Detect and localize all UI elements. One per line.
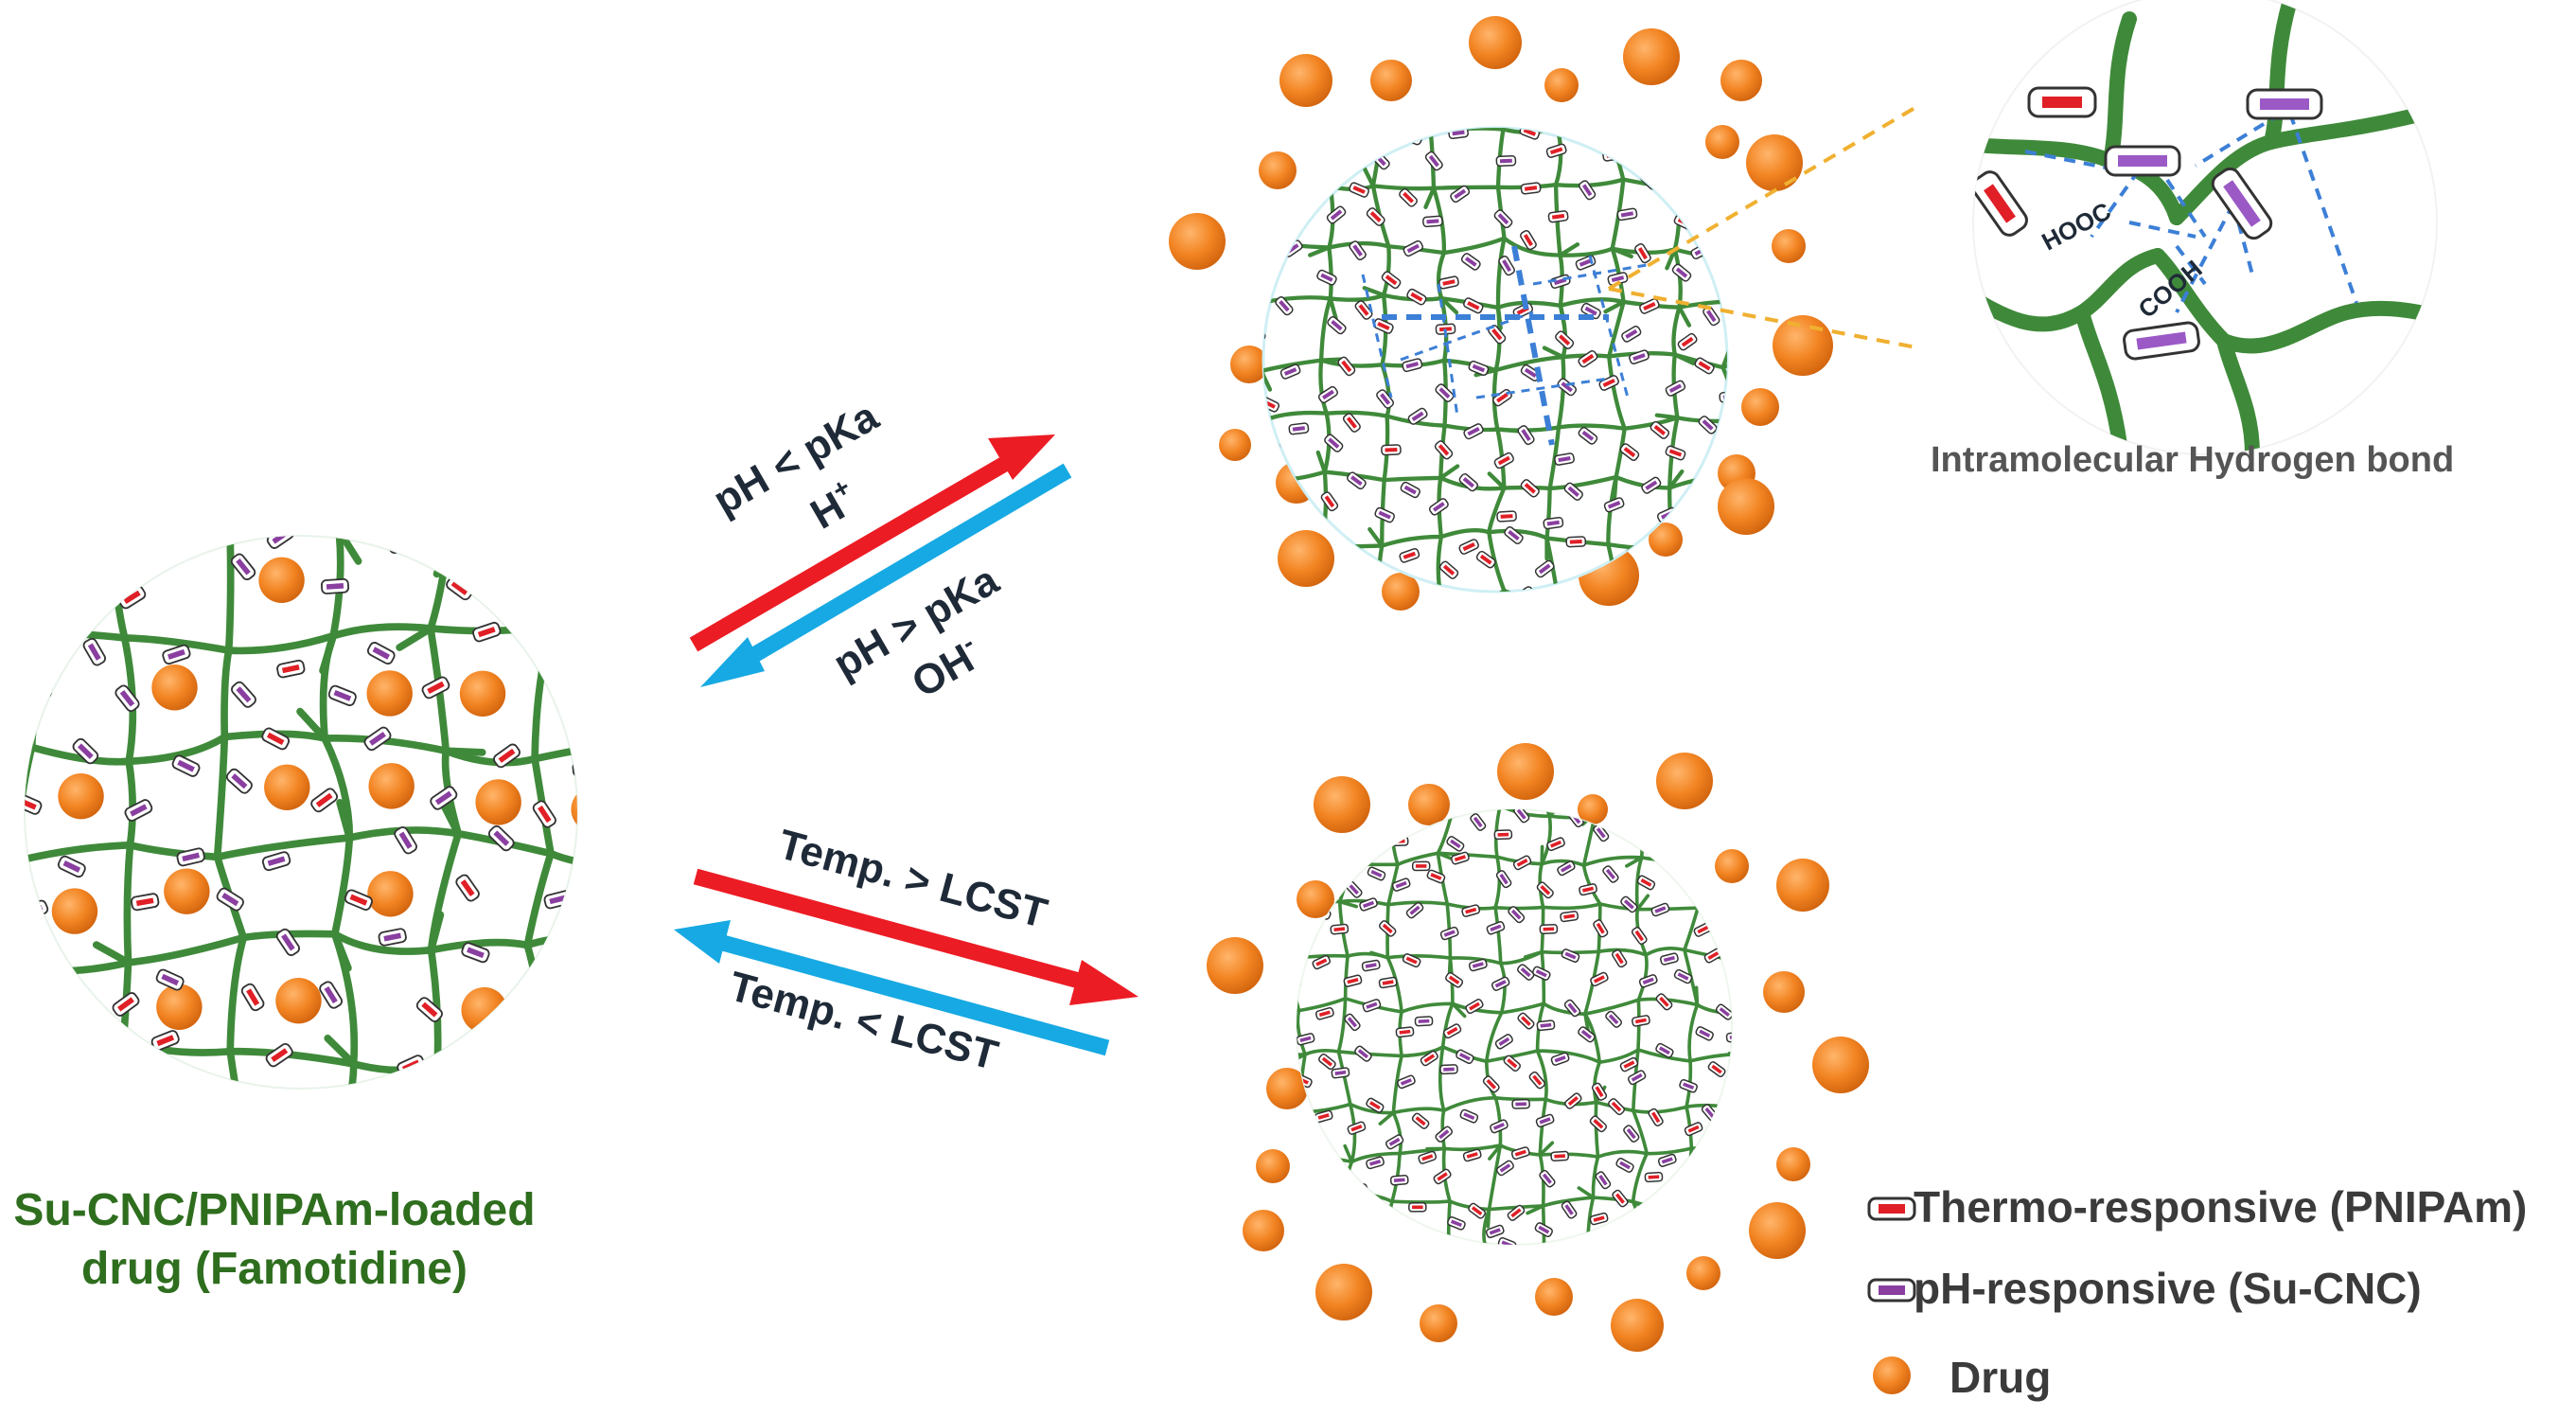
svg-text:H+: H+ bbox=[802, 472, 866, 539]
acidic-hydrogel bbox=[1169, 16, 1833, 611]
legend-drug-icon bbox=[1873, 1356, 1911, 1394]
legend-ph-label: pH-responsive (Su-CNC) bbox=[1914, 1264, 2422, 1313]
collapsed-hydrogel bbox=[1207, 743, 1869, 1352]
zoom-connector bbox=[1607, 102, 1923, 350]
legend-thermo-label: Thermo-responsive (PNIPAm) bbox=[1914, 1182, 2528, 1232]
legend-ph-icon bbox=[1867, 1278, 1916, 1303]
temp-forward-arrow bbox=[693, 868, 1138, 1005]
hydrogen-bond-title: Intramolecular Hydrogen bond bbox=[1931, 440, 2455, 480]
temp-reverse-arrow bbox=[674, 920, 1110, 1056]
hydrogel-caption: Su-CNC/PNIPAm-loaded drug (Famotidine) bbox=[0, 1181, 549, 1299]
legend-thermo-icon bbox=[1867, 1196, 1916, 1221]
hydrogen-bond-inset: HOOC COOH bbox=[1972, 0, 2438, 455]
legend-drug-label: Drug bbox=[1950, 1353, 2052, 1402]
ph-forward-condition: pH < pKa bbox=[706, 393, 887, 524]
temp-forward-condition: Temp. > LCST bbox=[773, 821, 1051, 937]
caption-line-1: Su-CNC/PNIPAm-loaded bbox=[13, 1185, 536, 1235]
ph-forward-arrow bbox=[689, 434, 1055, 652]
caption-line-2: drug (Famotidine) bbox=[81, 1244, 468, 1294]
ph-reverse-arrow bbox=[700, 463, 1072, 687]
